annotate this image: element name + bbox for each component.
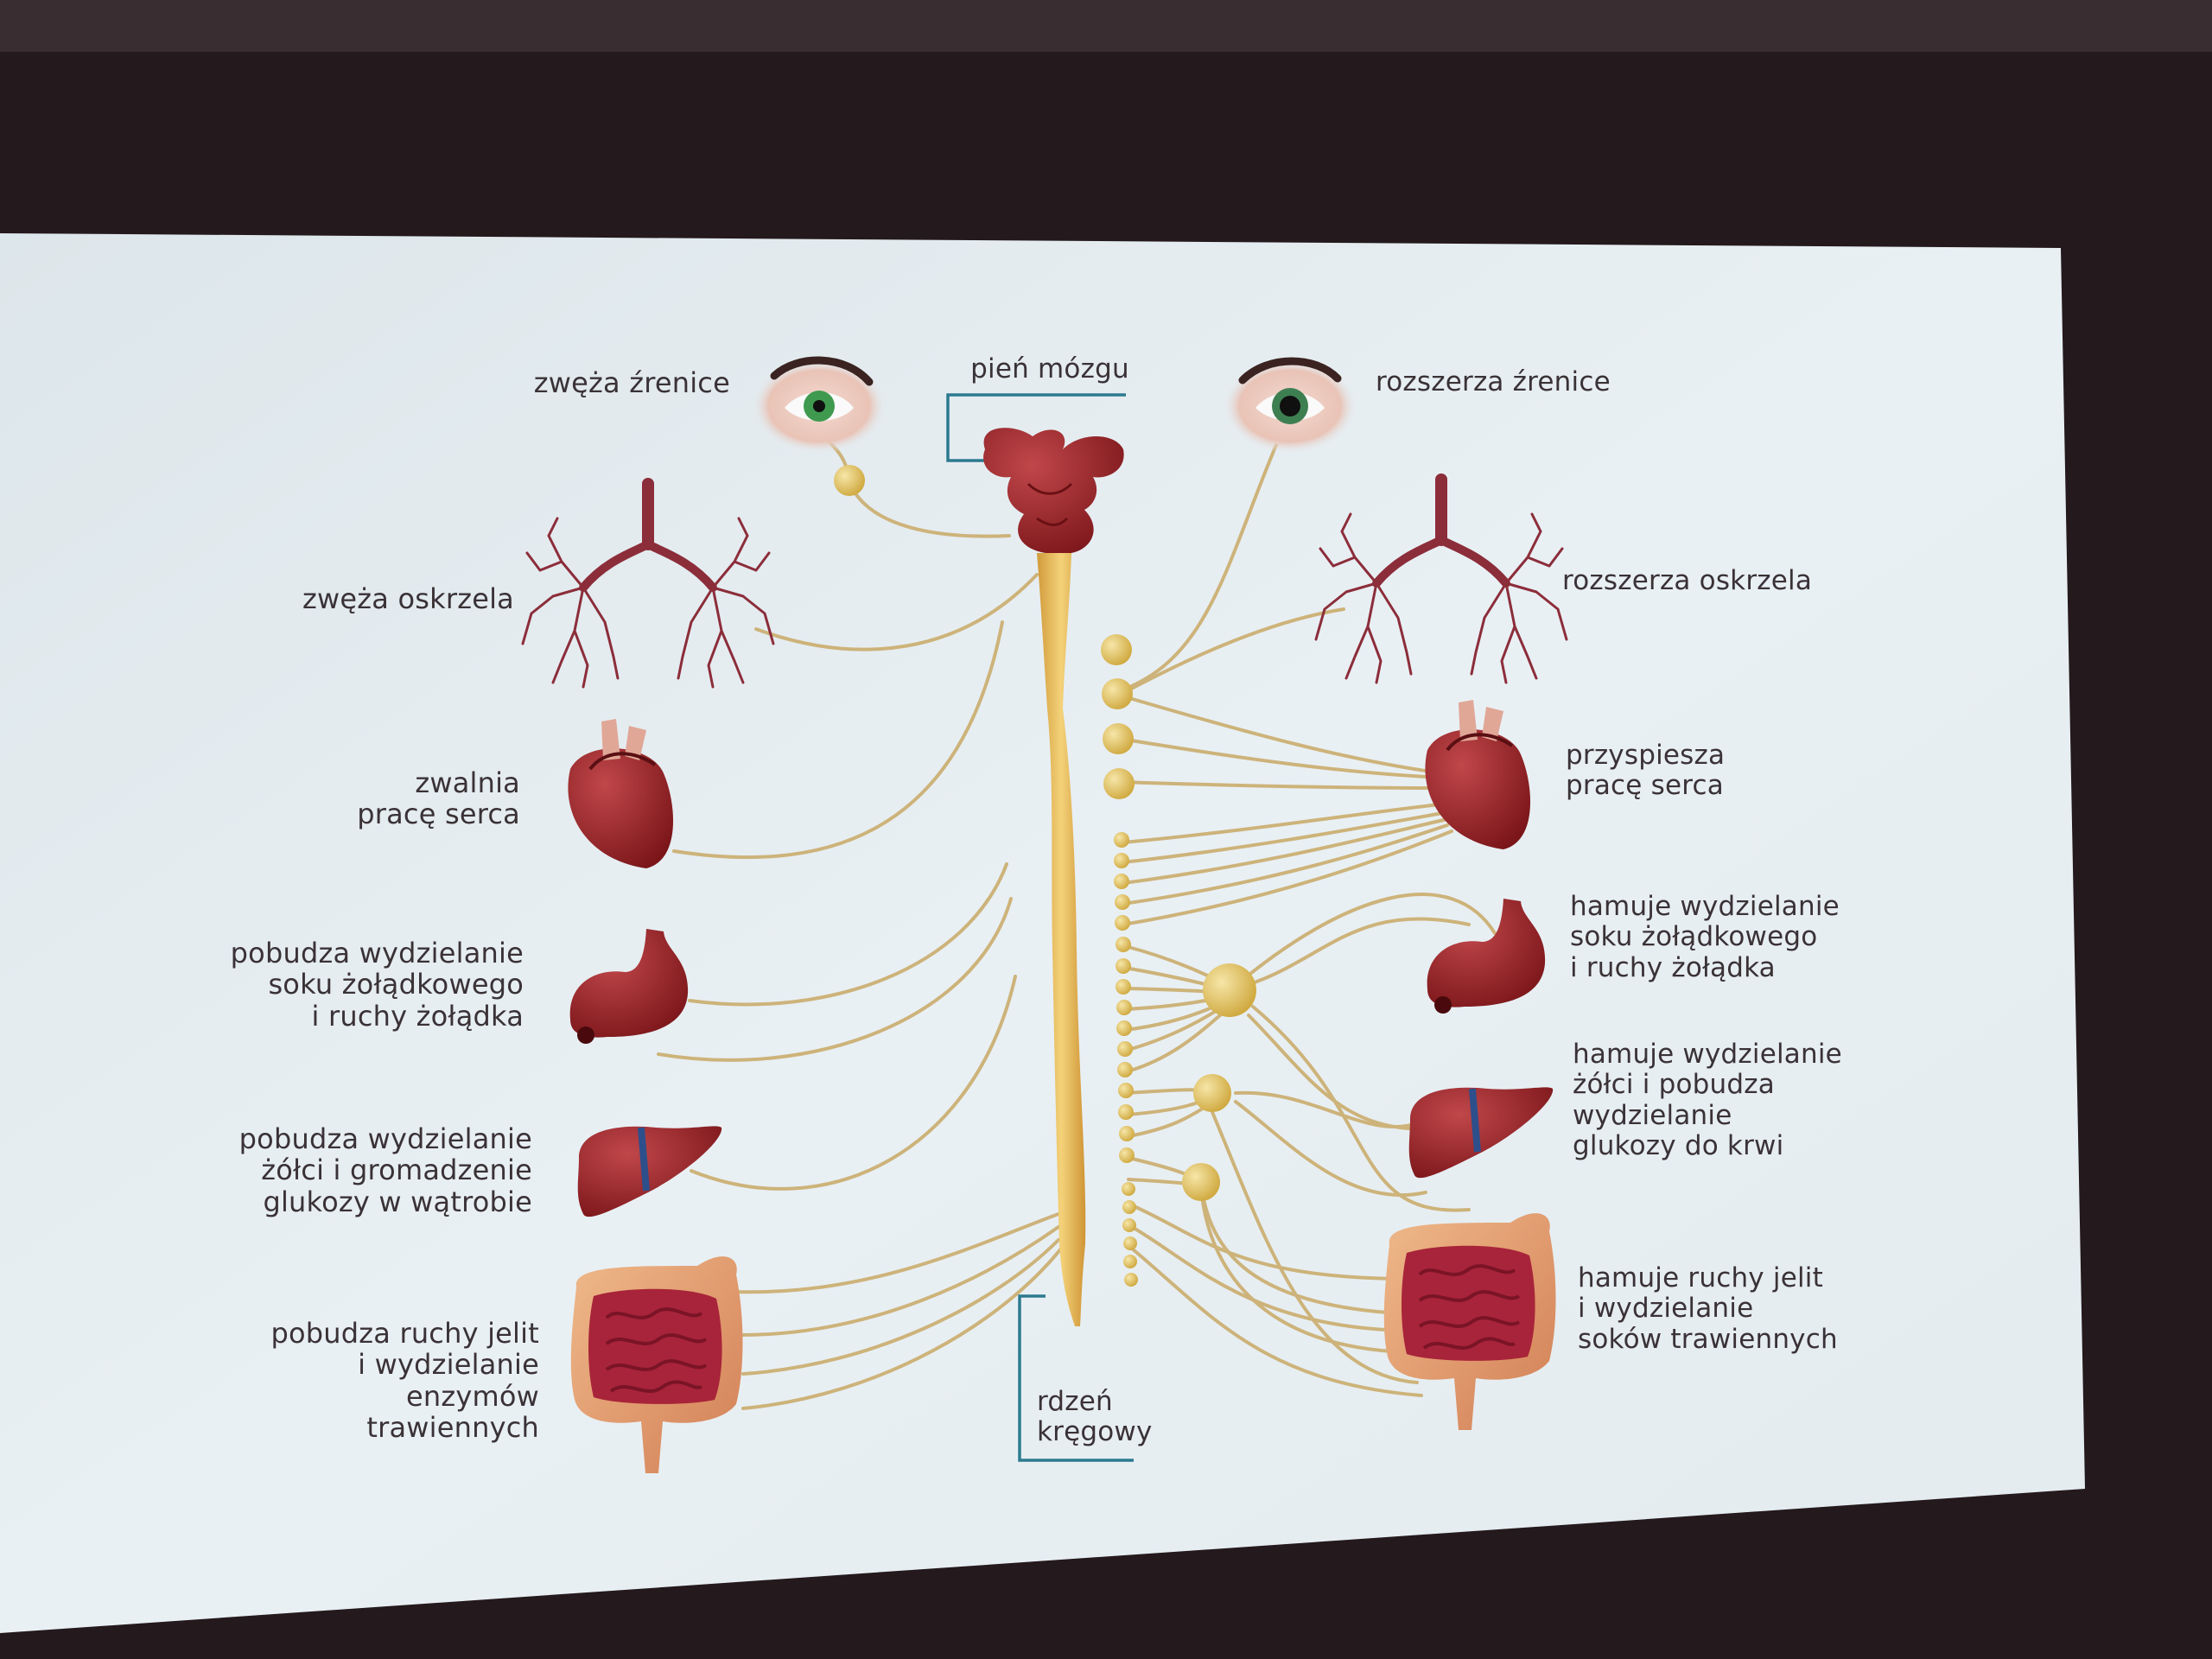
brainstem-label: pień mózgu <box>970 353 1129 385</box>
projection-screen <box>0 233 2085 1633</box>
lungs-icon <box>521 478 775 689</box>
heart-icon <box>1425 700 1531 849</box>
label-inhibits-intestine: hamuje ruchy jelit i wydzielanie soków t… <box>1578 1262 1838 1355</box>
brainstem-bracket <box>946 393 1126 462</box>
ganglion-icon <box>834 465 865 496</box>
label-dilates-bronchi: rozszerza oskrzela <box>1562 565 1813 596</box>
label-stimulates-stomach: pobudza wydzielanie soku żołądkowego i r… <box>230 937 524 1033</box>
label-inhibits-liver: hamuje wydzielanie żółci i pobudza wydzi… <box>1573 1039 1842 1161</box>
spinal-cord-bracket <box>1018 1294 1134 1462</box>
ganglion-icon <box>1203 963 1256 1017</box>
label-dilates-pupils: rozszerza źrenice <box>1376 366 1611 397</box>
intestine-icon <box>570 1256 743 1473</box>
eye-icon <box>752 356 887 454</box>
label-slows-heart: zwalnia pracę serca <box>357 766 520 831</box>
stomach-icon <box>1427 899 1546 1014</box>
liver-icon <box>1408 1087 1554 1179</box>
label-accelerates-heart: przyspiesza pracę serca <box>1566 740 1726 802</box>
label-constricts-bronchi: zwęża oskrzela <box>302 582 514 615</box>
ganglion-icon <box>1182 1163 1220 1201</box>
spinal-cord-label: rdzeń kręgowy <box>1037 1386 1153 1448</box>
label-stimulates-liver: pobudza wydzielanie żółci i gromadzenie … <box>238 1122 532 1218</box>
stomach-icon <box>569 929 689 1044</box>
eye-icon <box>1223 357 1357 454</box>
nerve-fibers <box>657 439 1497 1410</box>
ganglion-icon <box>1193 1074 1231 1112</box>
label-stimulates-intestine: pobudza ruchy jelit i wydzielanie enzymó… <box>270 1317 539 1445</box>
intestine-icon <box>1383 1213 1556 1430</box>
heart-icon <box>568 719 674 868</box>
sympathetic-chain <box>1101 634 1138 1287</box>
spinal-cord-icon <box>1037 553 1086 1326</box>
label-constricts-pupils: zwęża źrenice <box>533 366 730 399</box>
liver-icon <box>577 1126 722 1217</box>
brainstem-icon <box>983 428 1124 553</box>
lungs-icon <box>1314 474 1568 684</box>
label-inhibits-stomach: hamuje wydzielanie soku żołądkowego i ru… <box>1570 891 1840 983</box>
